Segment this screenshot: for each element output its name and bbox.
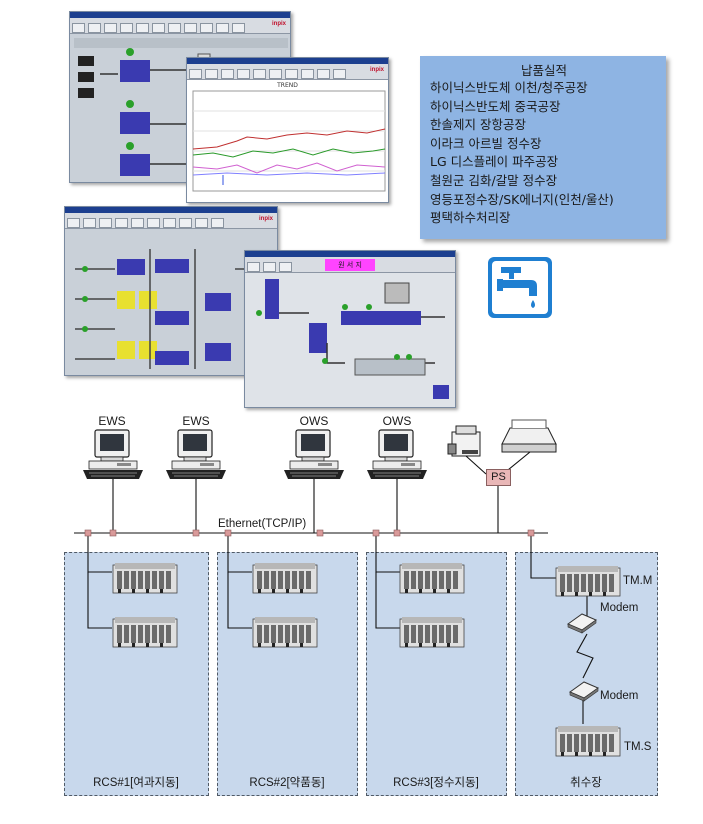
- delivery-record-list: 하이닉스반도체 이천/청주공장 하이닉스반도체 중국공장 한솔제지 장항공장 이…: [430, 79, 658, 228]
- workstation-label: EWS: [182, 414, 210, 428]
- record-item: 평택하수처리장: [430, 210, 511, 226]
- record-item: LG 디스플레이 파주공장: [430, 154, 559, 170]
- brand-label: inpix: [271, 21, 286, 27]
- zone-label-intake: 취수장: [570, 777, 602, 789]
- plc-rack-icon: [112, 616, 178, 648]
- workstation-icon: [82, 429, 144, 480]
- plc-rack-icon: [399, 616, 465, 648]
- record-item: 철원군 김화/갈말 정수장: [430, 172, 558, 188]
- workstation-icon: [366, 429, 428, 480]
- modem-icon: [569, 681, 599, 702]
- screenshot-process-3: 원 서 지: [244, 250, 456, 408]
- process-screen-title: 원 서 지: [325, 259, 375, 271]
- laser-printer-icon: [447, 425, 481, 457]
- delivery-record-title: 납품실적: [520, 63, 567, 78]
- tm-slave-label: TM.S: [624, 741, 652, 753]
- screenshot-process-2: inpix: [64, 206, 278, 376]
- record-item: 하이닉스반도체 이천/청주공장: [430, 80, 588, 95]
- workstation-icon: [283, 429, 345, 480]
- record-item: 하이닉스반도체 중국공장: [430, 98, 561, 114]
- plc-rack-icon: [399, 562, 465, 594]
- process-graphic-3: [256, 279, 449, 399]
- trend-title: TREND: [277, 82, 298, 89]
- record-item: 이라크 아르빌 정수장: [430, 135, 542, 151]
- brand-label: inpix: [258, 216, 273, 222]
- workstation-label: OWS: [382, 414, 412, 428]
- plc-rack-icon: [555, 725, 621, 757]
- zone-label-rcs1: RCS#1[여과지동]: [93, 777, 179, 789]
- print-server-box: PS: [486, 469, 511, 486]
- modem-label-bottom: Modem: [600, 690, 639, 702]
- modem-icon: [567, 613, 597, 634]
- record-item: 영등포정수장/SK에너지(인천/울산): [430, 191, 614, 207]
- delivery-record-box: 납품실적 하이닉스반도체 이천/청주공장 하이닉스반도체 중국공장 한솔제지 장…: [420, 56, 666, 239]
- plc-rack-icon: [252, 616, 318, 648]
- record-item: 한솔제지 장항공장: [430, 117, 526, 133]
- tm-master-label: TM.M: [623, 575, 653, 587]
- process-graphic-2: [75, 249, 265, 369]
- plc-rack-icon: [555, 565, 621, 597]
- zone-label-rcs2: RCS#2[약품동]: [249, 777, 325, 789]
- workstation-icon: [165, 429, 227, 480]
- trend-plot: [192, 90, 386, 192]
- dot-matrix-printer-icon: [501, 419, 557, 453]
- plc-rack-icon: [112, 562, 178, 594]
- ethernet-label: Ethernet(TCP/IP): [218, 518, 307, 530]
- water-tap-icon: [488, 257, 552, 318]
- brand-label: inpix: [369, 67, 384, 73]
- plc-rack-icon: [252, 562, 318, 594]
- zone-label-rcs3: RCS#3[정수지동]: [393, 777, 479, 789]
- workstation-label: EWS: [98, 414, 126, 428]
- workstation-label: OWS: [299, 414, 329, 428]
- modem-label-top: Modem: [600, 602, 639, 614]
- screenshot-trend: inpix TREND: [186, 57, 389, 203]
